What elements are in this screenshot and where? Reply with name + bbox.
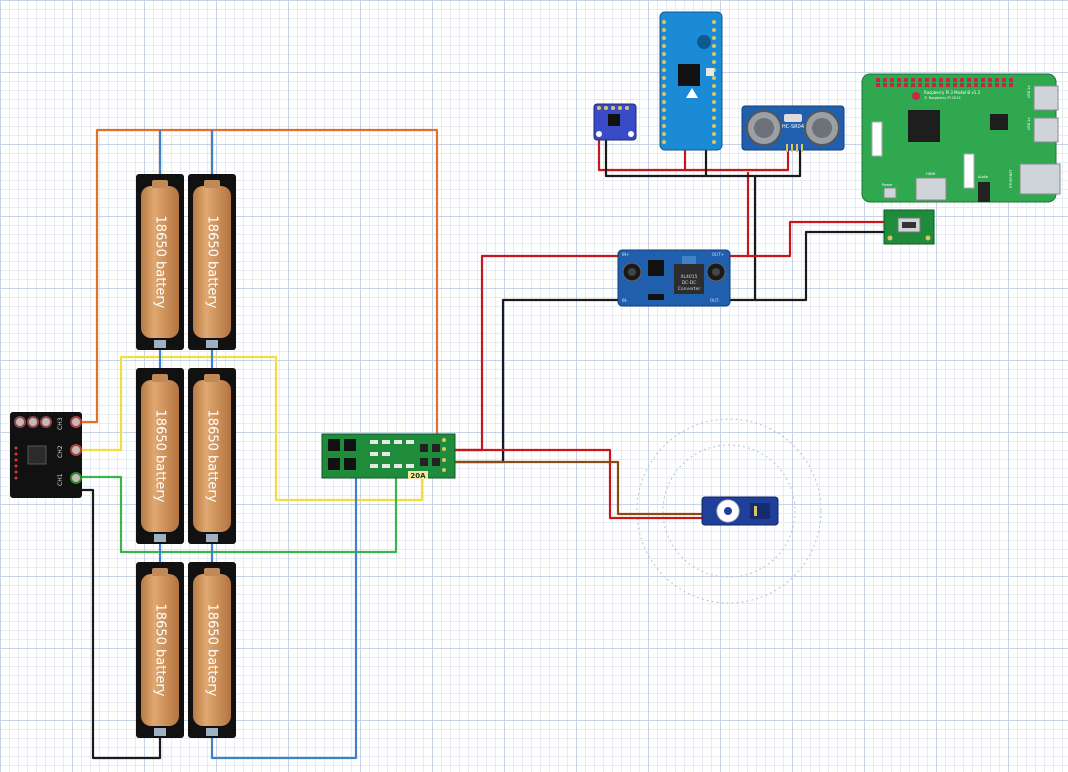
- wire-red-servo[interactable]: [454, 448, 702, 520]
- battery-label: 18650 battery: [205, 216, 220, 309]
- pi-port-usb2: USB 2x: [1027, 117, 1031, 130]
- wire-black-bottom[interactable]: [80, 488, 162, 760]
- charger-pin-label-2: CH2: [57, 445, 64, 458]
- battery-label: 18650 battery: [153, 410, 168, 503]
- wire-red-pi-power[interactable]: [748, 220, 886, 258]
- wires: [80, 128, 886, 760]
- battery-3[interactable]: 18650 battery: [136, 368, 184, 544]
- raspberry-pi-board[interactable]: Raspberry Pi 3 Model B v1.2 © Raspberry …: [861, 73, 1061, 203]
- wire-green[interactable]: [80, 464, 398, 554]
- pi-port-usb1: USB 2x: [1027, 85, 1031, 98]
- pi-port-audio: Audio: [978, 175, 988, 179]
- pi-port-hdmi: HDMI: [926, 172, 935, 176]
- battery-4[interactable]: 18650 battery: [188, 368, 236, 544]
- bms-rating-label: 20A: [410, 472, 426, 480]
- battery-label: 18650 battery: [153, 216, 168, 309]
- buck-pin-in-plus: IN+: [622, 252, 630, 257]
- bms-board[interactable]: 20A: [321, 433, 456, 480]
- ultrasonic-sensor[interactable]: HC-SR04: [741, 105, 845, 152]
- wire-black-buck-out[interactable]: [730, 176, 757, 302]
- pwm-servo-driver[interactable]: [659, 11, 723, 151]
- battery-1[interactable]: 18650 battery: [136, 174, 184, 350]
- buck-chip-line-1: XL4015: [680, 274, 697, 280]
- charger-board[interactable]: CH3 CH2 CH1: [10, 412, 82, 498]
- pi-subtitle: © Raspberry Pi 2015: [924, 96, 961, 100]
- wire-blue[interactable]: [210, 464, 358, 760]
- servo-sweep-guides: [636, 418, 822, 604]
- pi-port-power: Power: [882, 183, 893, 187]
- battery-label: 18650 battery: [205, 604, 220, 697]
- ultrasonic-label: HC-SR04: [782, 124, 804, 130]
- pi-port-ethernet: ETHERNET: [1009, 169, 1013, 188]
- imu-sensor[interactable]: [593, 103, 637, 141]
- battery-label: 18650 battery: [205, 410, 220, 503]
- battery-5[interactable]: 18650 battery: [136, 562, 184, 738]
- buck-pin-in-minus: IN-: [622, 298, 628, 303]
- buck-pin-out-minus: OUT-: [710, 298, 720, 303]
- wire-red-buck-out[interactable]: [730, 172, 750, 258]
- wire-orange[interactable]: [80, 128, 439, 437]
- buck-converter[interactable]: XL4015 DC-DC Converter IN+ IN- OUT+ OUT-: [617, 249, 731, 307]
- charger-pin-label-1: CH3: [57, 417, 64, 430]
- buck-pin-out-plus: OUT+: [712, 252, 724, 257]
- battery-pack: 18650 battery 18650 battery 18650 battery 1…: [136, 174, 236, 738]
- wire-yellow[interactable]: [80, 355, 424, 502]
- wire-black-bms-buck[interactable]: [454, 298, 622, 464]
- battery-6[interactable]: 18650 battery: [188, 562, 236, 738]
- wire-red-bms-buck[interactable]: [454, 254, 622, 452]
- wire-black-top[interactable]: [604, 138, 802, 178]
- battery-2[interactable]: 18650 battery: [188, 174, 236, 350]
- servo-motor[interactable]: [701, 496, 779, 526]
- battery-label: 18650 battery: [153, 604, 168, 697]
- usb-power-board[interactable]: [883, 209, 935, 245]
- wire-black-pi-power[interactable]: [755, 230, 886, 302]
- charger-pin-label-3: CH1: [57, 473, 64, 486]
- wire-brown-servo[interactable]: [454, 460, 702, 516]
- buck-chip-line-3: Converter: [678, 286, 701, 292]
- wire-red-top[interactable]: [597, 138, 790, 172]
- buck-chip-line-2: DC-DC: [682, 280, 697, 286]
- pi-title: Raspberry Pi 3 Model B v1.2: [924, 90, 981, 95]
